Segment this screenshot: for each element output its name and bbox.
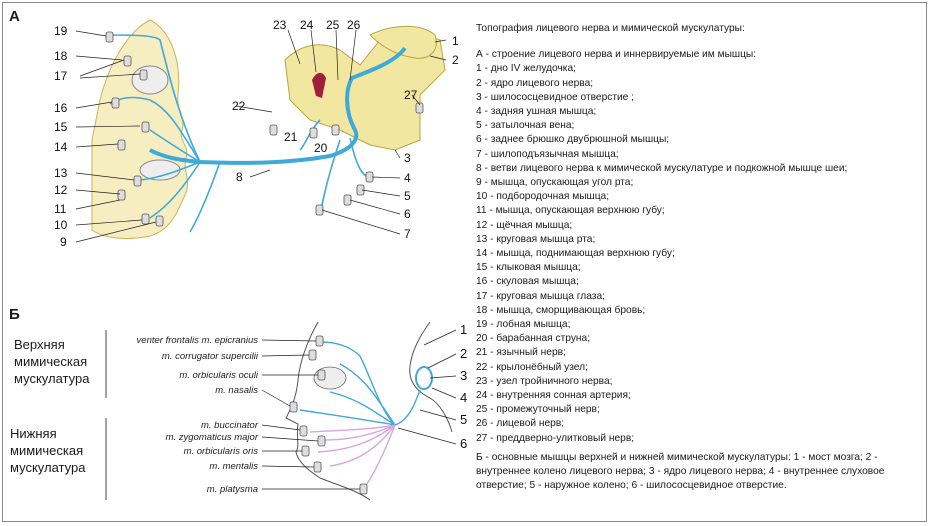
label-9: 9 xyxy=(60,235,67,249)
figure-title: Топография лицевого нерва и мимической м… xyxy=(476,23,745,34)
legend-item: 10 - подбородочная мышца; xyxy=(476,191,610,203)
legend-item: 18 - мышца, сморщивающая бровь; xyxy=(476,304,646,316)
label-11: 11 xyxy=(54,202,67,216)
legend-item: 27 - преддверно-улитковый нерв; xyxy=(476,432,635,444)
legend-item: 22 - крылонёбный узел; xyxy=(476,361,588,373)
legend-item: 6 - заднее брюшко двубрюшной мышцы; xyxy=(476,134,670,146)
brainstem-bone xyxy=(369,25,437,59)
label-27: 27 xyxy=(404,88,418,102)
legend-item: 19 - лобная мышца; xyxy=(476,319,571,331)
leader-lines-b xyxy=(261,329,457,490)
label-7: 7 xyxy=(404,227,411,241)
legend-item: 4 - задняя ушная мышца; xyxy=(476,106,597,118)
label-5: 5 xyxy=(404,189,411,203)
muscle-label: m. orbicularis oris xyxy=(184,446,259,457)
label-14: 14 xyxy=(54,140,68,154)
label-b-4: 4 xyxy=(460,390,467,405)
label-15: 15 xyxy=(54,120,68,134)
nerve-branch xyxy=(149,161,201,219)
label-8: 8 xyxy=(236,170,243,184)
legend-item: 5 - затылочная вена; xyxy=(476,120,575,132)
label-1: 1 xyxy=(452,34,459,48)
panel-b-letter: Б xyxy=(9,306,20,323)
legend-item: 8 - ветви лицевого нерва к мимической му… xyxy=(476,162,848,174)
legend-item: 14 - мышца, поднимающая верхнюю губу; xyxy=(476,248,675,260)
legend-item: 24 - внутренняя сонная артерия; xyxy=(476,390,631,402)
legend-item: 25 - промежуточный нерв; xyxy=(476,404,600,416)
label-24: 24 xyxy=(300,18,314,32)
label-18: 18 xyxy=(54,49,68,63)
legend-item: 26 - лицевой нерв; xyxy=(476,418,565,430)
label-22: 22 xyxy=(232,99,246,113)
muscle-label: m. zygomaticus major xyxy=(166,432,259,443)
nerve-branch xyxy=(321,139,341,206)
upper-branches xyxy=(299,341,421,426)
legend-item: 16 - скуловая мышца; xyxy=(476,276,579,288)
leader-lines xyxy=(75,29,447,243)
muscle-label: m. nasalis xyxy=(215,385,258,396)
nerve-branch xyxy=(109,96,201,163)
skull-profile xyxy=(409,321,453,433)
label-12: 12 xyxy=(54,183,68,197)
label-b-1: 1 xyxy=(460,322,467,337)
artery-shape xyxy=(312,72,326,98)
muscle-label: m. buccinator xyxy=(201,420,259,431)
legend-item: 21 - язычный нерв; xyxy=(476,347,566,359)
label-3: 3 xyxy=(404,151,411,165)
label-10: 10 xyxy=(54,218,68,232)
skull-base xyxy=(284,29,446,151)
label-b-5: 5 xyxy=(460,412,467,427)
legend-a-title: А - строение лицевого нерва и иннервируе… xyxy=(476,49,757,61)
label-21: 21 xyxy=(284,130,298,144)
legend-item: 9 - мышца, опускающая угол рта; xyxy=(476,177,634,189)
muscle-label: m. platysma xyxy=(207,484,258,495)
legend-item: 17 - круговая мышца глаза; xyxy=(476,290,605,302)
label-16: 16 xyxy=(54,101,68,115)
label-26: 26 xyxy=(347,18,361,32)
legend-item: 1 - дно IV желудочка; xyxy=(476,63,576,75)
head-profile xyxy=(285,321,371,501)
label-23: 23 xyxy=(273,18,287,32)
label-b-6: 6 xyxy=(460,436,467,451)
legend-item: 15 - клыковая мышца; xyxy=(476,262,581,274)
legend-b: Б - основные мышцы верхней и нижней мими… xyxy=(476,452,885,492)
label-b-2: 2 xyxy=(460,346,467,361)
muscle-label: m. orbicularis oculi xyxy=(179,370,259,381)
muscle-label: m. corrugator supercilii xyxy=(162,351,259,362)
ear-loop xyxy=(415,366,433,390)
legend-a-items: 1 - дно IV желудочка; 2 - ядро лицевого н… xyxy=(476,62,926,445)
legend-item: 20 - барабанная струна; xyxy=(476,333,591,345)
legend-item: 23 - узел тройничного нерва; xyxy=(476,375,613,387)
legend-item: 12 - щёчная мышца; xyxy=(476,219,573,231)
label-4: 4 xyxy=(404,171,411,185)
muscle-label: m. mentalis xyxy=(209,461,258,472)
nerve-branch xyxy=(299,119,321,151)
legend-item: 7 - шилоподъязычная мышца; xyxy=(476,148,619,160)
upper-muscle-group-label: Верхняя мимическая мускулатура xyxy=(14,337,90,386)
nerve-branch xyxy=(139,161,201,181)
muscle-markers-b xyxy=(289,335,368,495)
label-19: 19 xyxy=(54,24,68,38)
label-20: 20 xyxy=(314,141,328,155)
legend-item: 13 - круговая мышца рта; xyxy=(476,233,596,245)
label-6: 6 xyxy=(404,207,411,221)
legend-a: Топография лицевого нерва и мимической м… xyxy=(476,22,926,446)
nerve-branch xyxy=(189,161,221,233)
label-b-3: 3 xyxy=(460,368,467,383)
label-25: 25 xyxy=(326,18,340,32)
legend-item: 3 - шилососцевидное отверстие ; xyxy=(476,91,635,103)
label-2: 2 xyxy=(452,53,459,67)
muscle-label: venter frontalis m. epicranius xyxy=(137,335,259,346)
label-13: 13 xyxy=(54,166,68,180)
legend-item: 2 - ядро лицевого нерва; xyxy=(476,77,594,89)
legend-item: 11 - мышца, опускающая верхнюю губу; xyxy=(476,205,665,217)
nerve-branch xyxy=(149,129,201,163)
nerve-branch xyxy=(109,34,201,163)
lower-muscle-group-label: Нижняя мимическая мускулатура xyxy=(10,426,86,475)
panel-a-letter: А xyxy=(9,8,20,25)
label-17: 17 xyxy=(54,69,68,83)
